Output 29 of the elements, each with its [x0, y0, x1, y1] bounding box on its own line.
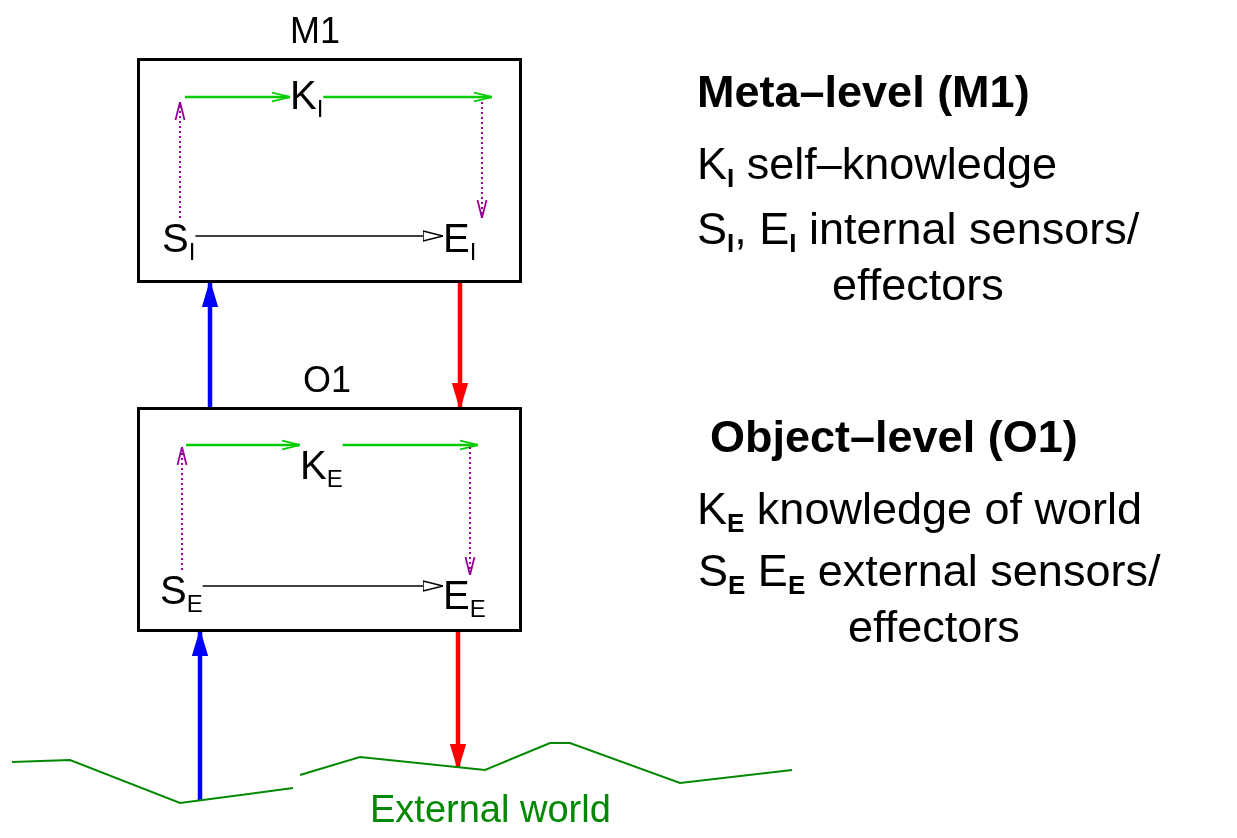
symbol-label: K$_{I}$: [290, 75, 324, 122]
symbol-label: K$_{E}$: [300, 445, 343, 492]
arrow: [201, 580, 444, 592]
arrow: [176, 446, 188, 571]
symbol-label: E$_{I}$: [443, 218, 477, 265]
arrow: [186, 439, 301, 451]
arrow: [185, 91, 291, 103]
world-label: External world: [370, 788, 611, 831]
arrow: [201, 282, 219, 407]
arrow: [476, 101, 488, 219]
arrow: [174, 101, 186, 219]
definition-text: S$_{E}$ E$_{E}$ external sensors/ effectors: [698, 545, 1162, 653]
section-heading: Object–level (O1): [710, 411, 1079, 463]
arrow: [191, 631, 209, 800]
definition-text: S$_{I}$, E$_{I}$ internal sensors/ effectors: [697, 203, 1141, 311]
symbol-label: S$_{I}$: [162, 218, 196, 265]
arrow: [451, 283, 469, 408]
box-title: M1: [290, 13, 340, 49]
arrow: [464, 446, 476, 576]
definition-text: K$_{I}$ self–knowledge: [697, 138, 1058, 194]
arrow: [194, 230, 444, 242]
arrow: [323, 91, 493, 103]
section-heading: Meta–level (M1): [697, 66, 1031, 118]
arrow: [449, 632, 467, 769]
symbol-label: S$_{E}$: [160, 570, 203, 617]
definition-text: K$_{E}$ knowledge of world: [697, 483, 1144, 539]
box-title: O1: [303, 362, 352, 398]
arrow: [342, 439, 479, 451]
symbol-label: E$_{E}$: [443, 575, 486, 622]
